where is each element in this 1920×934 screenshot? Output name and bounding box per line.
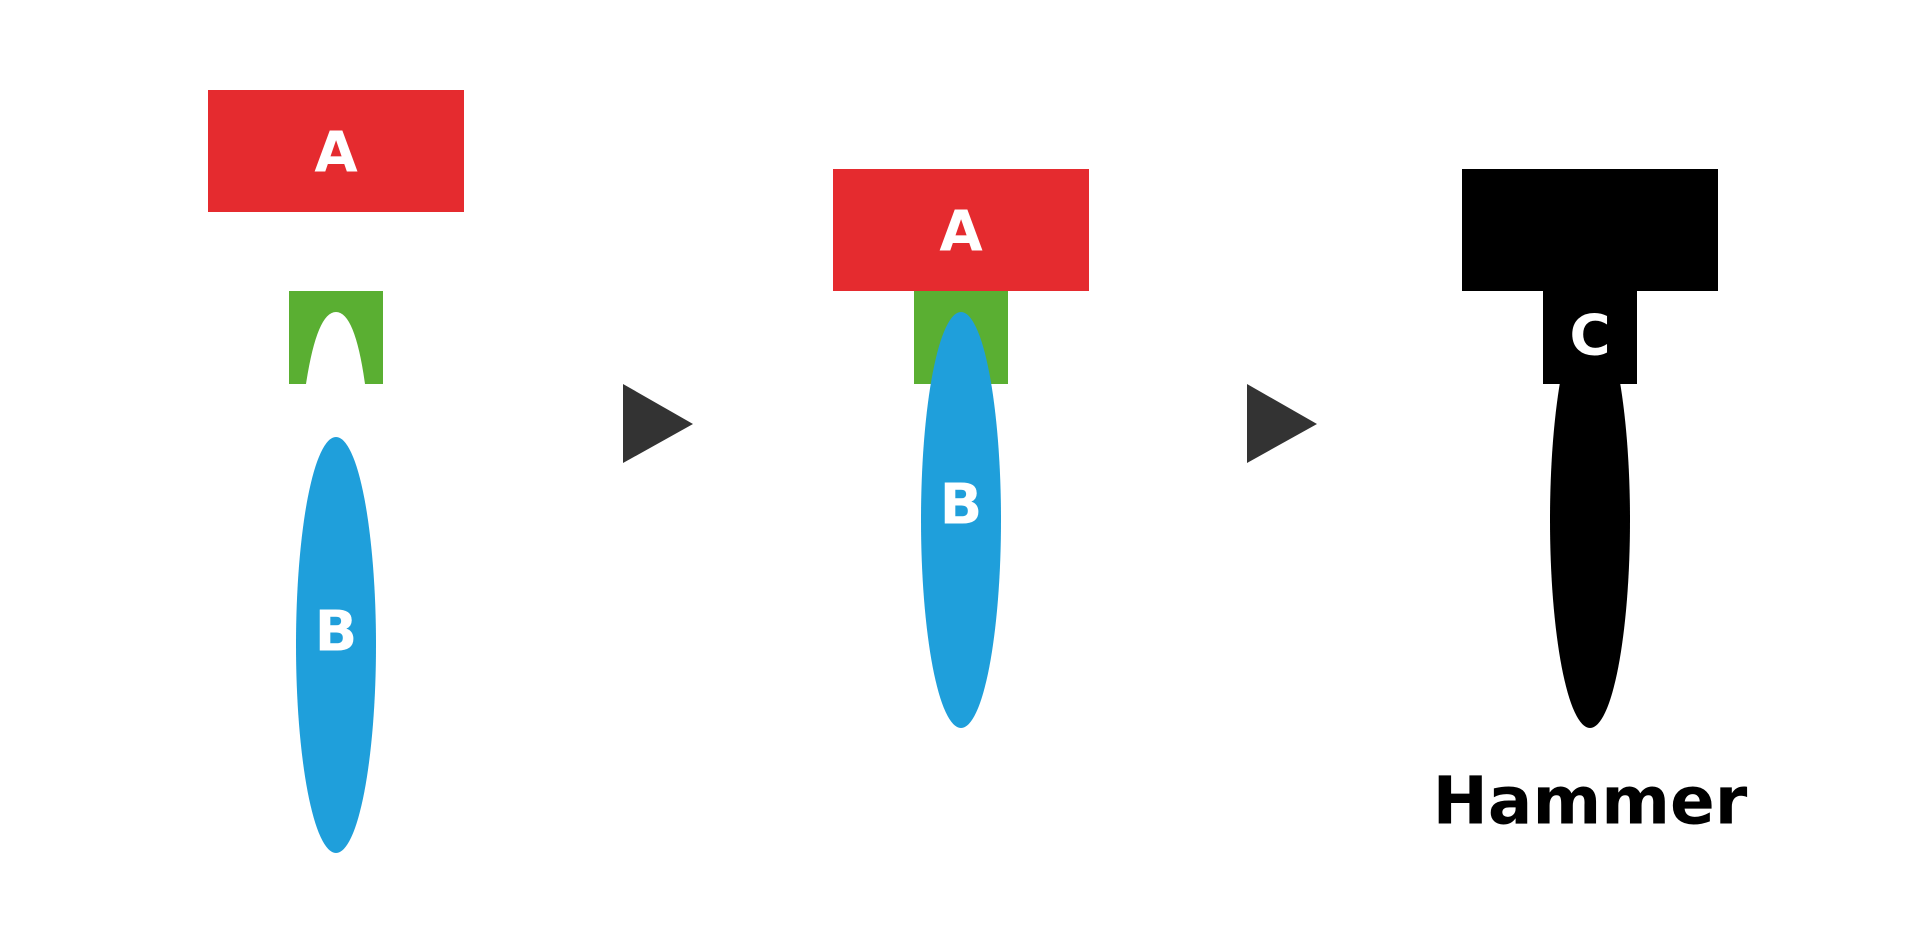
part-b-label: B xyxy=(315,600,358,665)
part-b-label: B xyxy=(940,473,983,538)
hammer-handle xyxy=(1550,312,1630,728)
right-triangle-arrow xyxy=(623,384,693,463)
connector-piece xyxy=(289,291,383,384)
stage-1-parts: A B xyxy=(208,90,464,853)
part-c-label: C xyxy=(1569,304,1610,369)
hammer-caption: Hammer xyxy=(1433,763,1748,840)
part-b-handle xyxy=(296,437,376,853)
part-a-block xyxy=(833,169,1089,291)
part-a-label: A xyxy=(939,200,983,265)
part-a-label: A xyxy=(314,121,358,186)
right-triangle-arrow xyxy=(1247,384,1317,463)
stage-2-combined: A B xyxy=(833,169,1089,728)
part-a-block xyxy=(208,90,464,212)
part-b-handle xyxy=(921,312,1001,728)
hammer-head xyxy=(1462,169,1718,291)
stage-3-result: C Hammer xyxy=(1433,169,1748,840)
